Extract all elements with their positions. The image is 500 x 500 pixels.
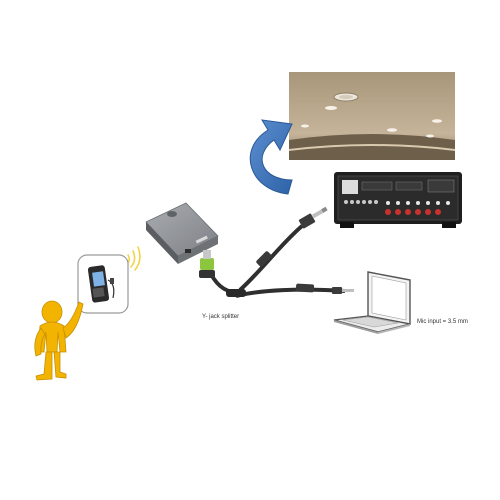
- wireless-signal-icon: [126, 246, 141, 271]
- mic-input-label: Mic input = 3.5 mm: [417, 319, 468, 325]
- curved-arrow-icon: [249, 119, 293, 195]
- ceiling-speakers-photo: [288, 72, 456, 160]
- laptop-icon: [333, 271, 411, 334]
- mobile-phone-icon: [77, 254, 129, 314]
- av-receiver-icon: [334, 172, 462, 228]
- splitter-label: Y- jack splitter: [202, 314, 240, 320]
- person-figure-icon: [34, 300, 84, 381]
- bluetooth-receiver-icon: [145, 202, 219, 264]
- y-splitter-cable-icon: [199, 206, 354, 298]
